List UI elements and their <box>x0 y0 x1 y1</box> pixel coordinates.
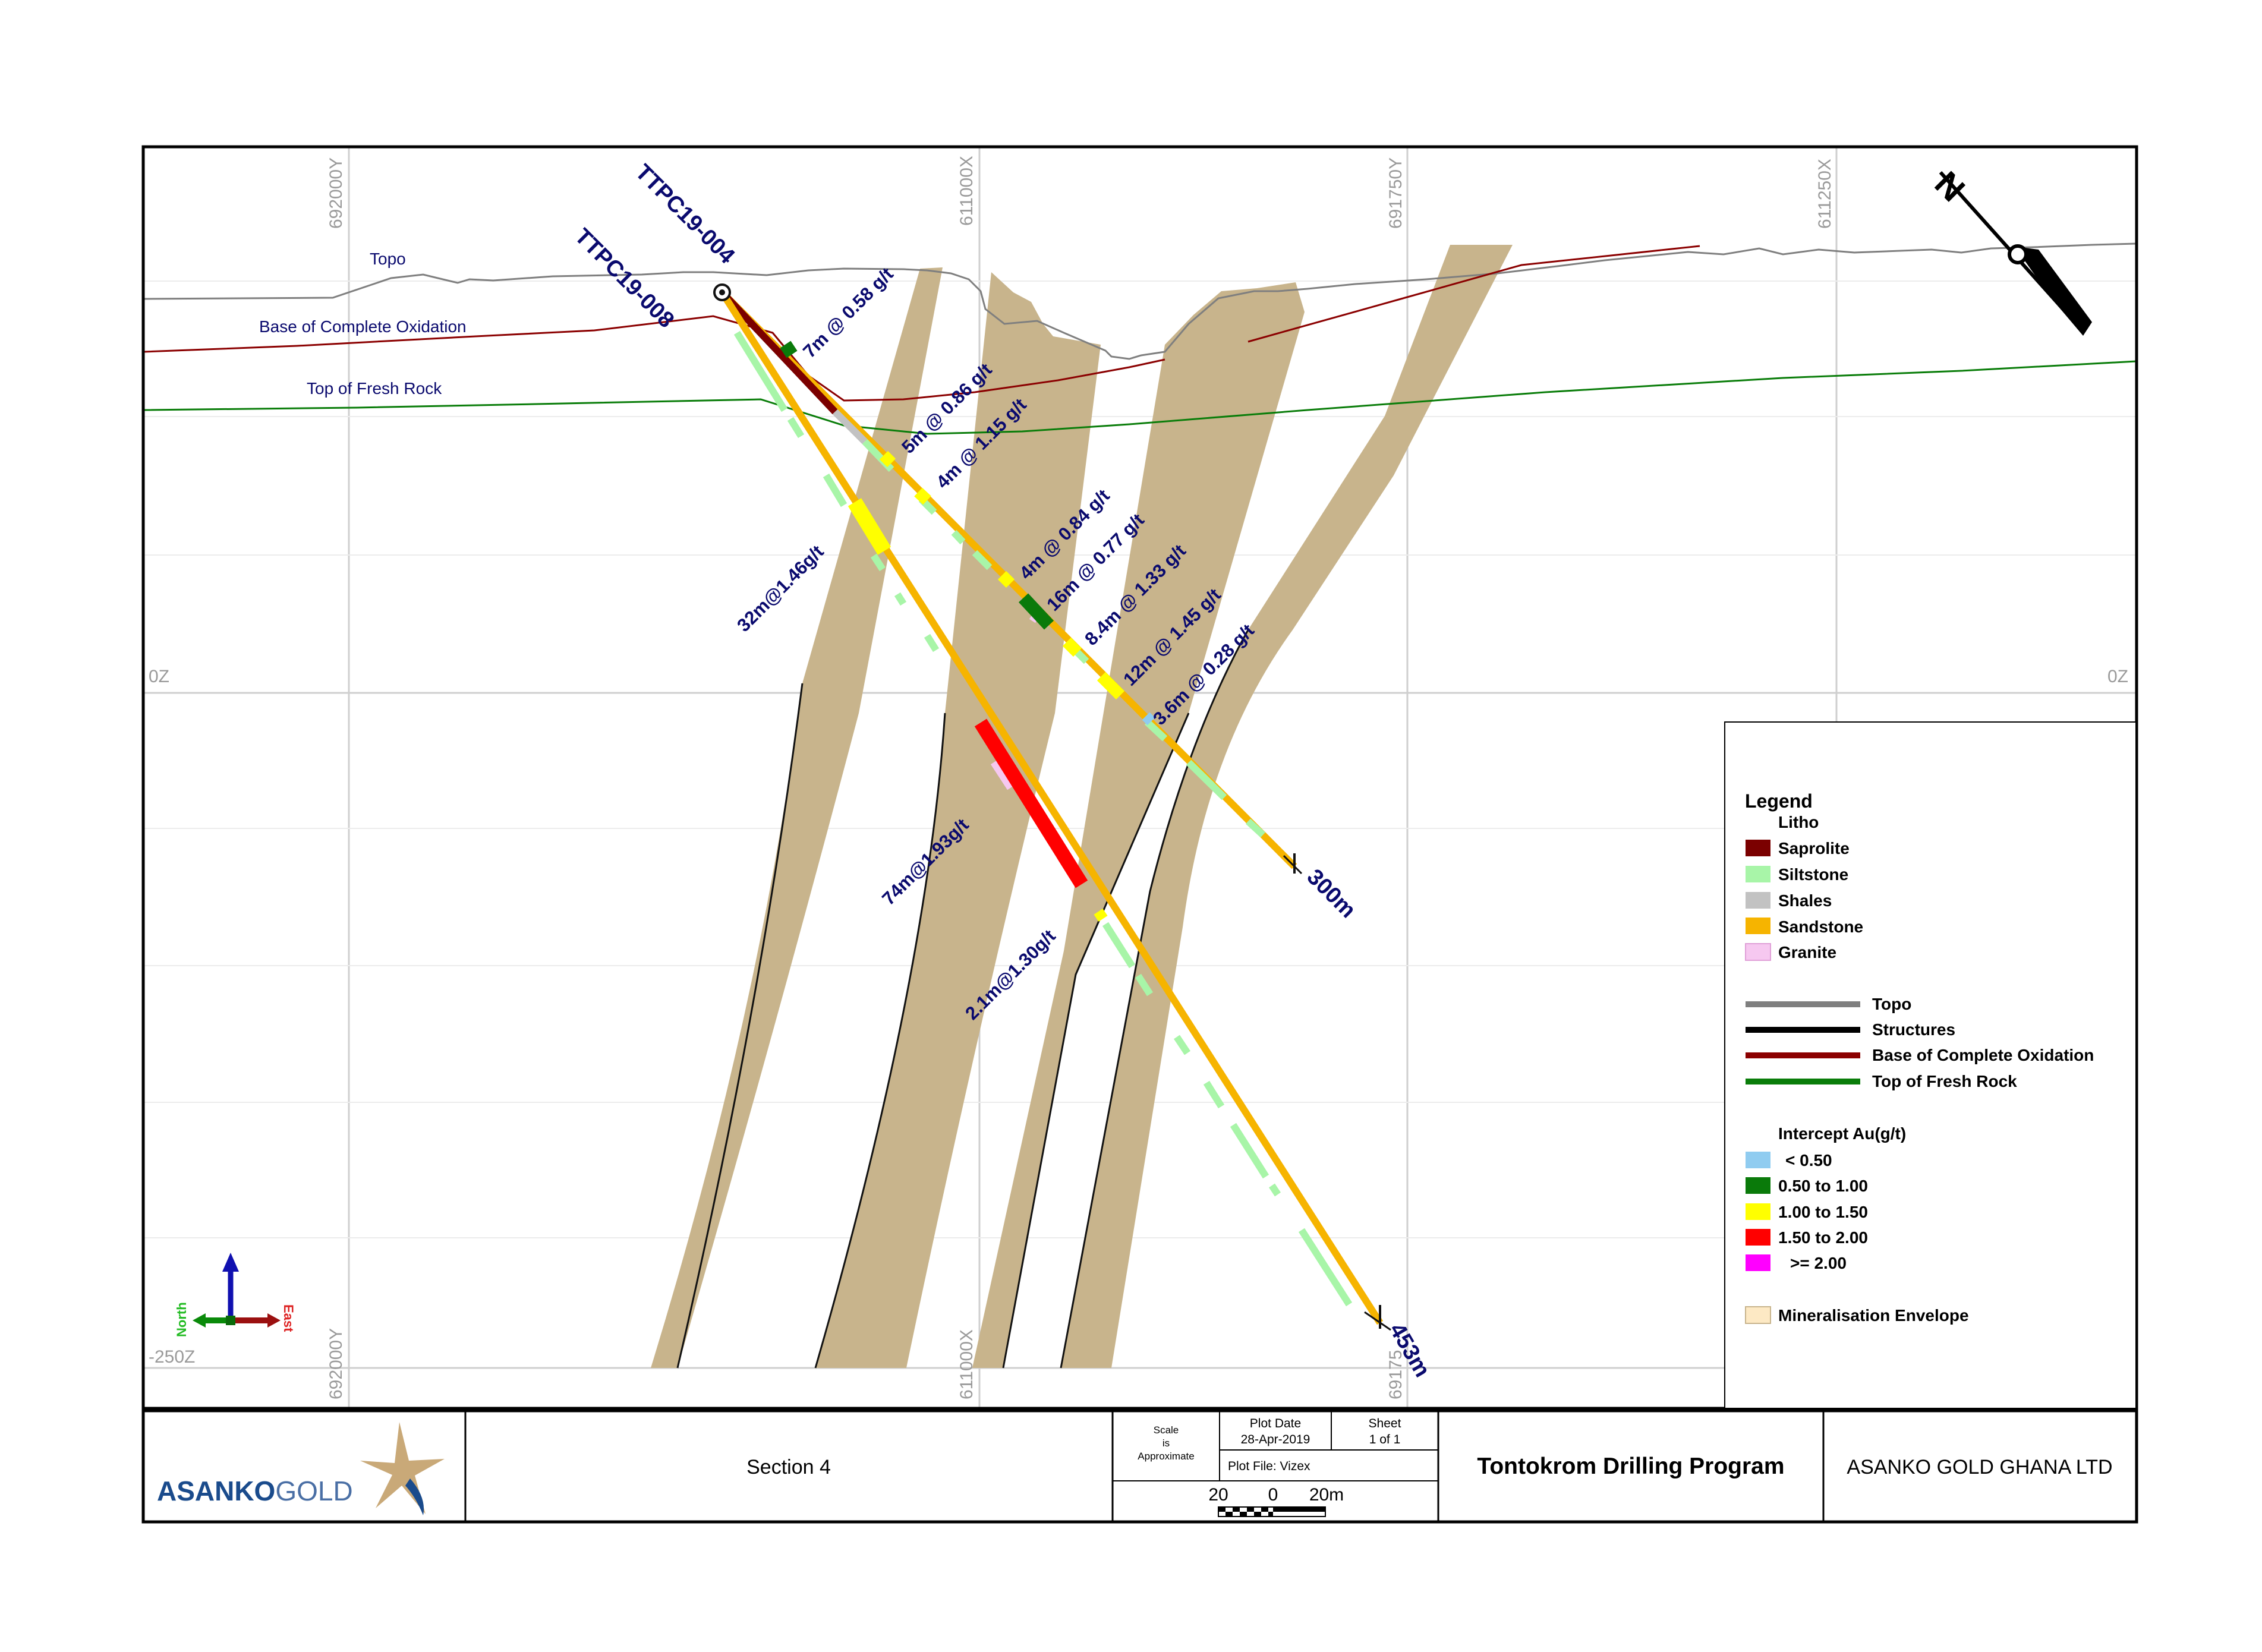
legend-swatch-saprolite <box>1746 840 1770 856</box>
mineralisation-envelopes <box>651 245 1513 1368</box>
envelope-3 <box>972 282 1305 1368</box>
legend-range-lt050: < 0.50 <box>1785 1151 1832 1169</box>
topo-line <box>144 242 2136 360</box>
grid-label-top-3: 691750Y <box>1386 157 1406 229</box>
axis-east-label: East <box>281 1304 296 1332</box>
legend-swatch-granite <box>1745 943 1771 961</box>
grid-label-top-2: 611000X <box>957 156 976 226</box>
oxidation-label: Base of Complete Oxidation <box>259 317 467 336</box>
legend-line-oxidation: Base of Complete Oxidation <box>1872 1046 2094 1064</box>
legend-swatch-050-100 <box>1746 1177 1770 1194</box>
legend-swatch-shales <box>1746 892 1770 909</box>
legend-range-050-100: 0.50 to 1.00 <box>1778 1177 1868 1195</box>
grid-label-top-4: 611250X <box>1815 159 1835 229</box>
legend-swatch-envelope <box>1745 1306 1771 1324</box>
legend-range-150-200: 1.50 to 2.00 <box>1778 1228 1868 1247</box>
legend: Legend Litho Saprolite Siltstone Shales … <box>1724 721 2137 1409</box>
envelope-4 <box>1061 245 1513 1368</box>
scale-bar-right: 20m <box>1309 1485 1344 1505</box>
axis-north-label: North <box>174 1302 189 1337</box>
title-block: ASANKOGOLD Section 4 Scale is Approximat… <box>141 1409 2138 1524</box>
scale-bar-mid: 0 <box>1268 1485 1278 1505</box>
grid-label-250z: -250Z <box>149 1347 195 1367</box>
legend-item-siltstone: Siltstone <box>1778 865 1848 884</box>
drillhole-ttpc19-008 <box>719 290 1391 1331</box>
fresh-rock-label: Top of Fresh Rock <box>307 379 442 398</box>
legend-range-100-150: 1.00 to 1.50 <box>1778 1203 1868 1221</box>
end-depth-004: 300m <box>1302 865 1360 923</box>
legend-range-ge200: >= 2.00 <box>1790 1254 1847 1272</box>
plot-file: Plot File: Vizex <box>1228 1459 1310 1473</box>
plot-date-value: 28-Apr-2019 <box>1241 1433 1310 1446</box>
grid-label-bottom-3: 69175 <box>1386 1350 1406 1399</box>
section-name: Section 4 <box>746 1456 831 1478</box>
legend-envelope: Mineralisation Envelope <box>1778 1306 1969 1325</box>
legend-line-structures: Structures <box>1872 1020 1955 1039</box>
hole-label-008: TTPC19-008 <box>570 224 679 333</box>
grid-label-0z-right: 0Z <box>2107 667 2128 686</box>
fresh-rock-line <box>144 360 2136 435</box>
legend-litho-heading: Litho <box>1778 813 1819 831</box>
structures <box>676 629 1249 1369</box>
asanko-logo: ASANKOGOLD <box>157 1422 445 1515</box>
scale-bar <box>1218 1506 1326 1517</box>
scale-bar-left: 20 <box>1208 1485 1228 1505</box>
scale-note-2: is <box>1162 1437 1170 1449</box>
legend-line-topo: Topo <box>1872 995 1911 1013</box>
intercepts-004 <box>780 341 1155 726</box>
plot-date-label: Plot Date <box>1250 1417 1301 1430</box>
legend-title: Legend <box>1745 790 1813 812</box>
legend-swatch-150-200 <box>1746 1229 1770 1246</box>
legend-item-shales: Shales <box>1778 891 1832 910</box>
legend-swatch-100-150 <box>1746 1203 1770 1220</box>
grid-label-top-1: 692000Y <box>326 157 346 229</box>
logo-text-asanko: ASANKOGOLD <box>157 1476 353 1506</box>
legend-item-granite: Granite <box>1778 943 1836 961</box>
legend-line-fresh-rock: Top of Fresh Rock <box>1872 1072 2017 1090</box>
intercept-label-1: 7m @ 0.58 g/t <box>799 263 897 362</box>
legend-swatch-sandstone <box>1746 918 1770 934</box>
legend-swatch-ge200 <box>1746 1254 1770 1271</box>
sheet-label: Sheet <box>1369 1417 1401 1430</box>
envelope-1 <box>651 267 943 1368</box>
grid-label-0z-left: 0Z <box>149 667 169 686</box>
intercepts-008 <box>848 498 1108 922</box>
scale-note-3: Approximate <box>1138 1451 1194 1462</box>
legend-item-saprolite: Saprolite <box>1778 839 1850 857</box>
sheet-value: 1 of 1 <box>1369 1433 1401 1446</box>
legend-item-sandstone: Sandstone <box>1778 918 1863 936</box>
north-arrow: N <box>1927 164 2092 336</box>
topo-label: Topo <box>370 250 406 268</box>
collar-marker <box>713 283 731 301</box>
hole-label-004: TTPC19-004 <box>631 160 740 269</box>
scale-note-1: Scale <box>1154 1424 1179 1436</box>
project-title: Tontokrom Drilling Program <box>1477 1454 1784 1479</box>
axis-triad: North East <box>174 1253 296 1337</box>
legend-swatch-lt050 <box>1746 1152 1770 1168</box>
company-name: ASANKO GOLD GHANA LTD <box>1847 1456 2112 1478</box>
legend-swatch-siltstone <box>1746 866 1770 882</box>
oxidation-line-east <box>1247 245 1700 343</box>
grid-label-bottom-1: 692000Y <box>326 1328 346 1399</box>
legend-intercept-heading: Intercept Au(g/t) <box>1778 1124 1906 1143</box>
